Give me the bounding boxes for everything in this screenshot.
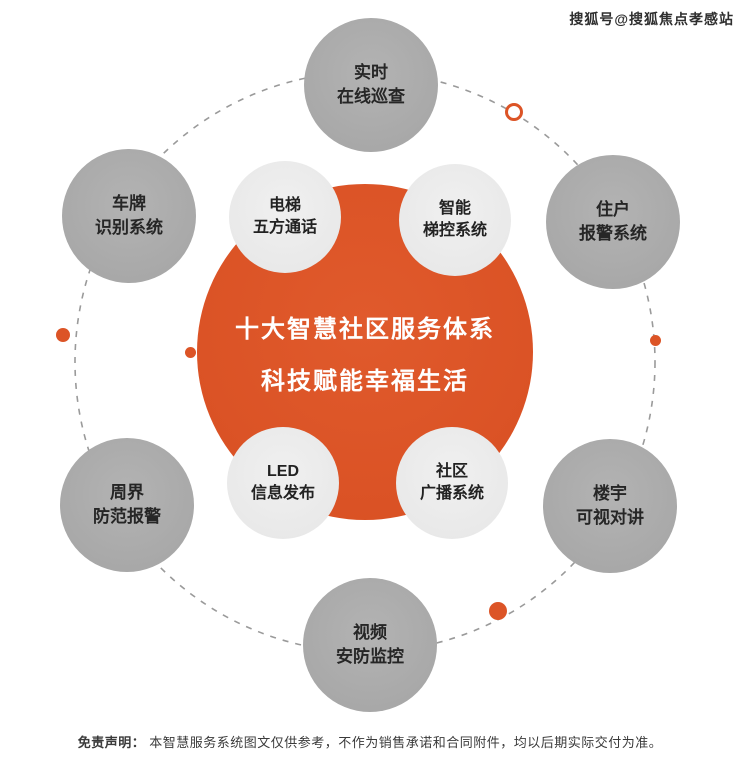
node-label-line2: 广播系统: [419, 485, 484, 502]
node-label-line1: 住户: [596, 200, 630, 220]
node-perimeter-alarm: 周界 防范报警: [60, 438, 194, 572]
ring-dot-inner-left-icon: [185, 347, 196, 358]
node-building-video-intercom: 楼宇 可视对讲: [543, 439, 677, 573]
node-label-line1: 车牌: [112, 194, 146, 214]
center-title-line1: 十大智慧社区服务体系: [235, 315, 495, 343]
ring-dot-hollow-icon: [505, 103, 523, 121]
node-label-line1: LED: [267, 462, 299, 480]
node-label-line2: 在线巡查: [337, 87, 405, 106]
node-community-broadcast: 社区 广播系统: [396, 427, 508, 539]
node-label-line2: 五方通话: [252, 219, 317, 236]
node-label-line2: 安防监控: [336, 647, 404, 666]
ring-dot-left-icon: [56, 328, 70, 342]
node-video-surveillance: 视频 安防监控: [303, 578, 437, 712]
node-label-line1: 实时: [354, 63, 388, 83]
ring-dot-bottom-right-icon: [489, 602, 507, 620]
node-label-line1: 智能: [438, 199, 471, 217]
node-label-line2: 报警系统: [579, 224, 647, 243]
ring-dot-right-icon: [650, 335, 661, 346]
node-label-line1: 社区: [435, 462, 468, 480]
node-label-line1: 楼宇: [593, 484, 627, 504]
node-license-plate-recognition: 车牌 识别系统: [62, 149, 196, 283]
watermark: 搜狐号@搜狐焦点孝感站: [569, 11, 734, 27]
node-resident-alarm-system: 住户 报警系统: [546, 155, 680, 289]
node-smart-elevator-control: 智能 梯控系统: [399, 164, 511, 276]
disclaimer: 免责声明：本智慧服务系统图文仅供参考，不作为销售承诺和合同附件，均以后期实际交付…: [0, 732, 740, 751]
node-elevator-intercom: 电梯 五方通话: [229, 161, 341, 273]
disclaimer-text: 本智慧服务系统图文仅供参考，不作为销售承诺和合同附件，均以后期实际交付为准。: [149, 735, 663, 750]
node-led-info-publish: LED 信息发布: [227, 427, 339, 539]
node-label-line1: 周界: [110, 483, 144, 503]
node-label-line2: 可视对讲: [576, 508, 644, 527]
disclaimer-label: 免责声明：: [77, 735, 146, 750]
center-title-line2: 科技赋能幸福生活: [261, 367, 469, 395]
node-label-line2: 信息发布: [250, 485, 315, 502]
node-label-line1: 电梯: [268, 196, 301, 214]
node-label-line1: 视频: [353, 623, 387, 643]
node-label-line2: 识别系统: [95, 218, 163, 237]
node-label-line2: 梯控系统: [422, 222, 487, 239]
node-label-line2: 防范报警: [93, 507, 161, 526]
node-realtime-online-patrol: 实时 在线巡查: [304, 18, 438, 152]
